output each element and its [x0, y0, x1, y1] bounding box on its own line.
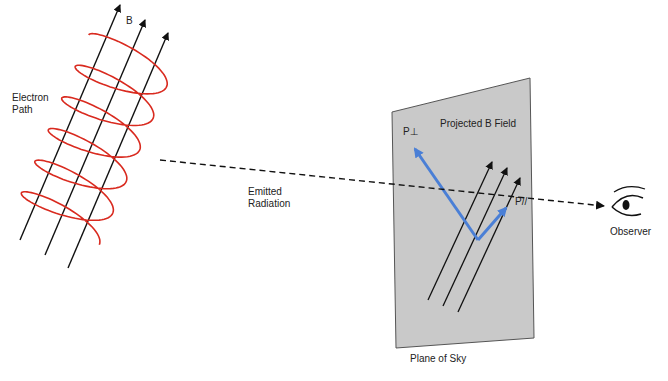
- vector-label: P//: [515, 196, 527, 208]
- plane-label: Plane of Sky: [410, 353, 466, 365]
- radiation-ray: [160, 160, 604, 206]
- observer-eye: [612, 187, 645, 216]
- field-symbol: B: [126, 15, 133, 27]
- vector-label: P⊥: [403, 126, 418, 138]
- electron-helix: [21, 34, 167, 245]
- radiation-label: Emitted Radiation: [248, 186, 308, 209]
- sky-plane: Projected B FieldP⊥ P// Plane of Sky: [385, 70, 555, 370]
- observer-label: Observer: [610, 226, 651, 238]
- plane-shape: [385, 70, 555, 370]
- field-label: Projected B Field: [440, 118, 516, 130]
- path-label: Electron Path: [12, 92, 60, 115]
